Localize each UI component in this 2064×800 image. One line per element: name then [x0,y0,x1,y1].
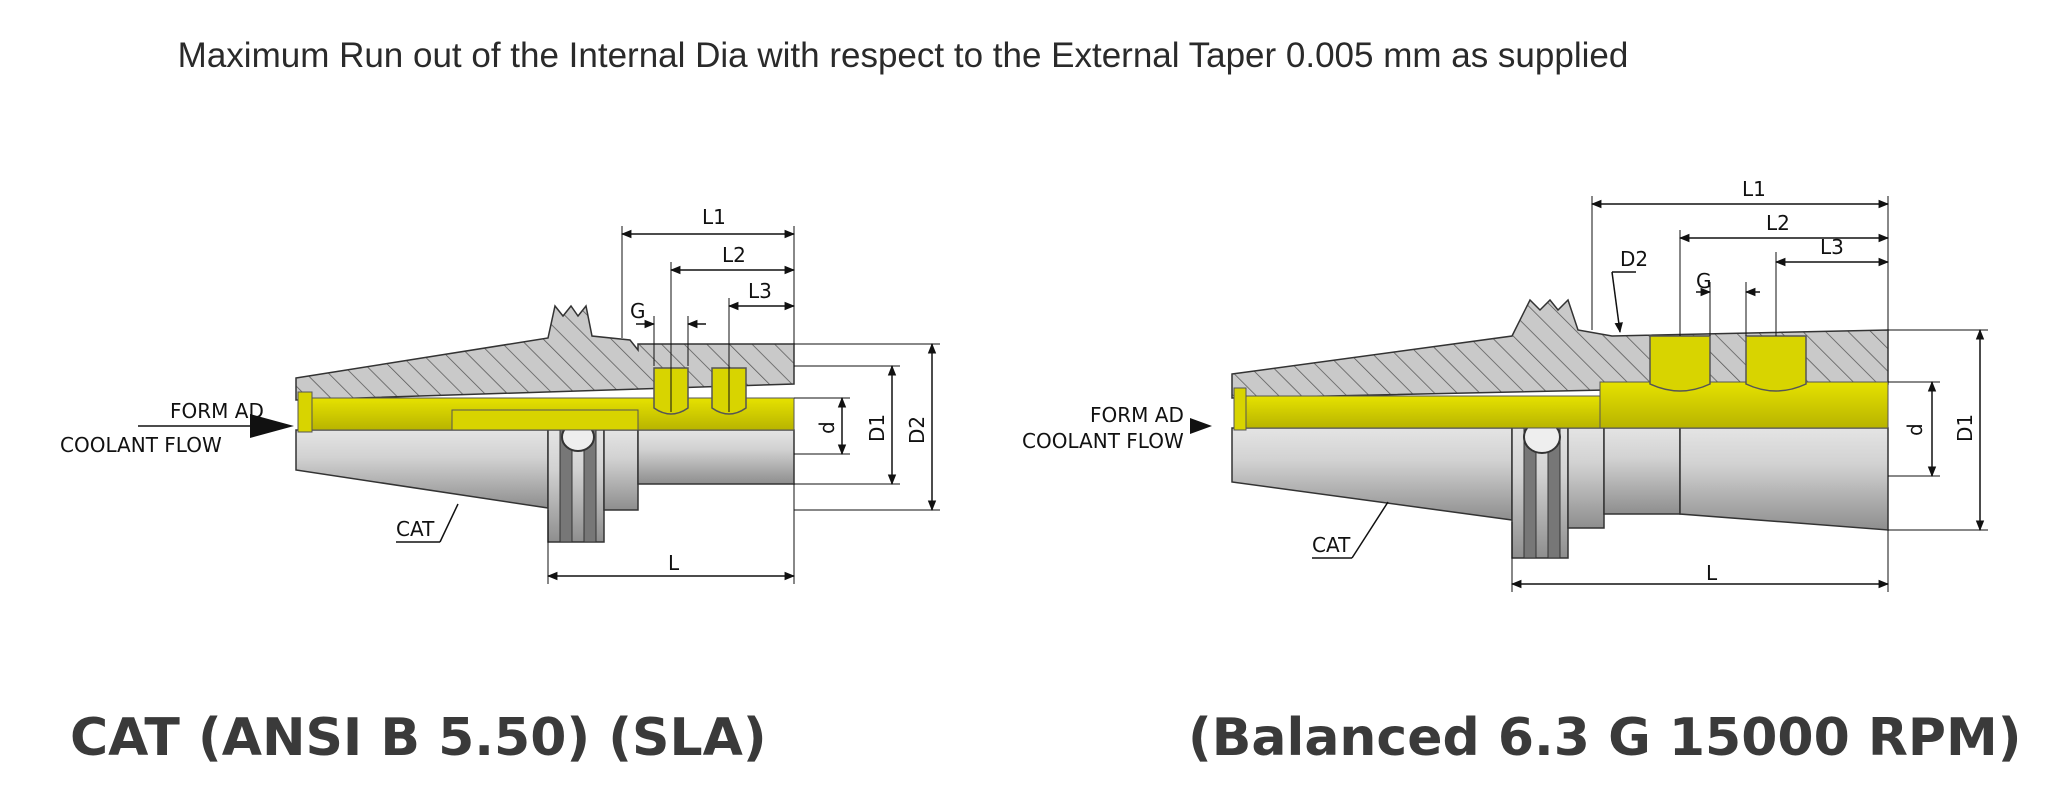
left-dim-L1: L1 [702,205,726,229]
left-tool-holder-drawing: FORM AD COOLANT FLOW CAT L L1 L2 L3 G [60,205,940,584]
right-taper-lower [1231,427,1513,521]
left-dim-L: L [668,551,680,575]
right-dim-D2: D2 [1620,247,1648,271]
right-screw-hole-2 [1745,335,1807,392]
right-coolant-arrow-icon [1190,418,1212,434]
left-shank-lower [637,429,795,485]
right-dim-L2: L2 [1766,211,1790,235]
left-dim-L3: L3 [748,279,772,303]
left-dim-G: G [630,299,646,323]
left-dim-L2: L2 [722,243,746,267]
left-dim-D1: D1 [865,414,889,442]
left-dim-d: d [815,421,839,434]
left-cat-label: CAT [396,517,435,541]
right-shank-lower [1603,427,1681,515]
right-tool-holder-drawing: FORM AD COOLANT FLOW CAT L L1 L2 L3 G D2 [1022,177,1988,592]
page-title: Maximum Run out of the Internal Dia with… [177,36,1629,75]
right-cat-label: CAT [1312,533,1351,557]
right-caption: (Balanced 6.3 G 15000 RPM) [1188,708,2022,768]
right-coolant-bore [1233,395,1611,429]
left-coolant-flow-label: COOLANT FLOW [60,433,222,457]
left-form-ad-label: FORM AD [170,399,264,423]
left-taper-lower [295,429,549,509]
right-dim-G: G [1696,269,1712,293]
right-coolant-flow-label: COOLANT FLOW [1022,429,1184,453]
right-form-ad-label: FORM AD [1090,403,1184,427]
right-dim-L: L [1706,561,1718,585]
right-dim-L3: L3 [1820,235,1844,259]
right-dim-L1: L1 [1742,177,1766,201]
left-caption: CAT (ANSI B 5.50) (SLA) [70,708,767,768]
right-dim-D1: D1 [1953,414,1977,442]
left-dim-D2: D2 [905,416,929,444]
right-dim-d: d [1903,423,1927,436]
left-coolant-arrow-icon [250,414,294,438]
right-screw-hole-1 [1649,335,1711,392]
